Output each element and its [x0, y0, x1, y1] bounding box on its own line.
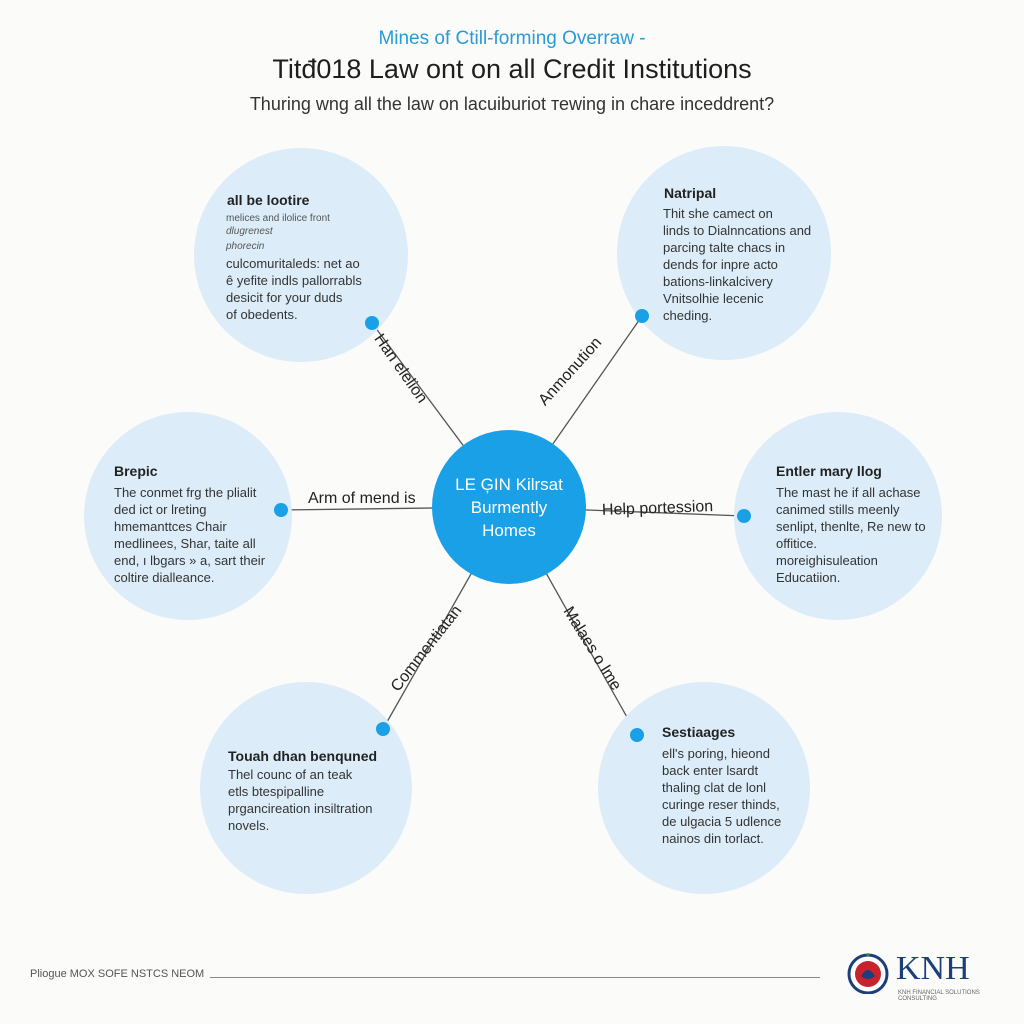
- bubble-mid-left-line: The conmet frg the plialit: [114, 485, 257, 500]
- edge-label-mid-left: Arm of mend is: [308, 490, 416, 507]
- bubble-bottom-left-line: etls btespipalline: [228, 784, 325, 799]
- bubble-bottom-right-heading: Sestiaages: [662, 724, 736, 740]
- page-tagline: Thuring wng all the law on lacuiburiot т…: [249, 94, 775, 114]
- connector-dot-bottom-right: [630, 728, 644, 742]
- bubble-top-right-line: dends for inpre acto: [663, 257, 778, 272]
- bubble-mid-left: [84, 412, 292, 620]
- bubble-bottom-right-line: nainos din torlact.: [662, 831, 764, 846]
- bubble-mid-left-line: hmemanttces Chair: [114, 519, 227, 534]
- bubble-bottom-left-line: novels.: [228, 818, 270, 833]
- bubble-top-left-line: desicit for your duds: [226, 290, 343, 305]
- bubble-mid-left-heading: Brepic: [114, 463, 158, 479]
- bubble-top-right: [617, 146, 831, 360]
- connector-dot-mid-left: [274, 503, 288, 517]
- central-hub: LE ĢIN Kilrsat Burmently Homes: [432, 430, 586, 584]
- company-logo-tagline: KNH FINANCIAL SOLUTIONS CONSULTING: [898, 990, 980, 1002]
- bubble-mid-right-line: senlipt, thenlte, Re new to: [776, 519, 926, 534]
- hub-label-line: Homes: [482, 520, 536, 540]
- bubble-top-left-line: of obedents.: [226, 307, 298, 322]
- bubble-top-right-line: bations-linkalcivery: [663, 274, 773, 289]
- bubble-mid-left-body: The conmet frg the plialit ded ict or lr…: [114, 484, 284, 586]
- bubble-top-left-body: melices and ilolice front dlugrenest pho…: [226, 212, 386, 323]
- bubble-mid-right-line: offitice.: [776, 536, 817, 551]
- bubble-mid-right-line: moreighisuleation: [776, 553, 878, 568]
- company-logo: KNH: [896, 950, 970, 987]
- page-eyebrow: Mines of Ctill-forming Overraw -: [378, 28, 646, 49]
- bubble-top-right-line: parcing talte chacs in: [663, 240, 786, 255]
- bubble-top-left-line: phorecin: [226, 241, 265, 252]
- bubble-top-left-heading: all be lootire: [227, 192, 310, 208]
- bubble-bottom-right-line: curinge reser thinds,: [662, 797, 780, 812]
- connector-dot-mid-right: [737, 509, 751, 523]
- bubble-mid-right-line: canimed stills meenly: [776, 502, 900, 517]
- hub-label-line: LE ĢIN Kilrsat: [455, 474, 563, 494]
- bubble-bottom-left-line: Thel counc of an teak: [228, 767, 353, 782]
- bubble-top-right-line: linds to Dialnncations and: [663, 223, 812, 238]
- footer-divider: [210, 977, 820, 978]
- bubble-top-right-heading: Natripal: [664, 185, 717, 201]
- page-title: Titđ018 Law ont on all Credit Institutio…: [272, 54, 752, 84]
- connector-dot-bottom-left: [376, 722, 390, 736]
- bubble-mid-left-line: coltire dialleance.: [114, 570, 215, 585]
- bubble-top-left-line: melices and ilolice front: [226, 213, 330, 224]
- bubble-top-left-line: ê yefite indls pallorrabls: [226, 273, 362, 288]
- bubble-top-right-line: cheding.: [663, 308, 713, 323]
- bubble-mid-right: [734, 412, 942, 620]
- bubble-mid-right-line: Educatiion.: [776, 570, 841, 585]
- bubble-bottom-left-heading: Touah dhan benquned: [228, 748, 378, 764]
- bubble-mid-right-body: The mast he if all achase canimed stills…: [776, 484, 936, 586]
- bubble-mid-right-heading: Entler mary llog: [776, 463, 882, 479]
- bubble-mid-left-line: ded ict or lreting: [114, 502, 207, 517]
- bubble-bottom-right: [598, 682, 810, 894]
- bubble-mid-left-line: end, ı lbgars » a, sart their: [114, 553, 266, 568]
- bubble-top-left-line: dlugrenest: [226, 226, 273, 237]
- bubble-bottom-right-body: ell's poring, hieond back enter lsardt t…: [662, 745, 802, 847]
- connector-dot-top-left: [365, 316, 379, 330]
- bubble-bottom-right-line: thaling clat de lonl: [662, 780, 767, 795]
- footer-credit: Pliogue MOX SOFE NSTCS NEOM: [30, 968, 205, 980]
- bubble-mid-left-line: medlinees, Shar, taite all: [114, 536, 256, 551]
- bubble-bottom-right-line: ell's poring, hieond: [662, 746, 770, 761]
- bubble-bottom-right-line: back enter lsardt: [662, 763, 759, 778]
- bubble-bottom-left: [200, 682, 412, 894]
- bubble-top-right-line: Vnitsolhie lecenic: [663, 291, 764, 306]
- bubble-mid-right-line: The mast he if all achase: [776, 485, 921, 500]
- bubble-top-left-line: culcomuritaleds: net ao: [226, 256, 360, 271]
- bubble-bottom-left-body: Thel counc of an teak etls btespipalline…: [228, 766, 398, 834]
- bubble-bottom-left-line: prgancireation insiltration: [228, 801, 373, 816]
- bubble-top-right-body: Thit she camect on linds to Dialnncation…: [663, 205, 823, 324]
- connector-dot-top-right: [635, 309, 649, 323]
- hub-label-line: Burmently: [470, 497, 548, 517]
- hub-label: LE ĢIN Kilrsat Burmently Homes: [444, 473, 574, 542]
- bubble-bottom-right-line: de ulgacia 5 udlence: [662, 814, 782, 829]
- bank-seal-icon: [847, 953, 889, 994]
- bubble-top-right-line: Thit she camect on: [663, 206, 773, 221]
